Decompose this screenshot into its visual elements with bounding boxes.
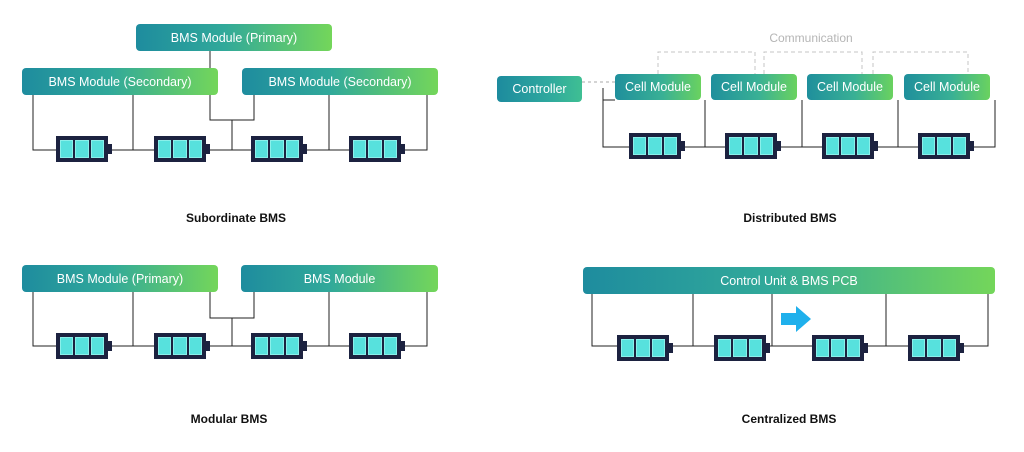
- communication-label: Communication: [769, 31, 853, 45]
- cell-module-label: Cell Module: [913, 80, 980, 94]
- battery-icon: [56, 136, 112, 162]
- cell-module-label: Cell Module: [624, 80, 691, 94]
- subordinate-secondary-module-right: BMS Module (Secondary): [242, 68, 438, 95]
- battery-icon: [56, 333, 112, 359]
- subordinate-secondary-left-label: BMS Module (Secondary): [48, 74, 192, 89]
- battery-icon: [714, 335, 770, 361]
- modular-wiring: [32, 292, 428, 347]
- control-unit-bms-pcb: Control Unit & BMS PCB: [583, 267, 995, 294]
- distributed-bms-caption: Distributed BMS: [743, 211, 837, 225]
- modular-module-label: BMS Module: [303, 271, 376, 286]
- cell-module-label: Cell Module: [720, 80, 787, 94]
- subordinate-primary-module: BMS Module (Primary): [136, 24, 332, 51]
- cell-module-1: Cell Module: [615, 74, 701, 100]
- distributed-wiring: [582, 51, 996, 148]
- modular-bms-caption: Modular BMS: [190, 412, 268, 426]
- centralized-bms-caption: Centralized BMS: [741, 412, 837, 426]
- cell-module-3: Cell Module: [807, 74, 893, 100]
- battery-icon: [154, 333, 210, 359]
- battery-icon: [154, 136, 210, 162]
- battery-icon: [629, 133, 685, 159]
- subordinate-bms-caption: Subordinate BMS: [185, 211, 287, 225]
- battery-icon: [349, 136, 405, 162]
- battery-icon: [812, 335, 868, 361]
- subordinate-primary-label: BMS Module (Primary): [170, 30, 298, 45]
- battery-icon: [251, 333, 307, 359]
- cell-module-label: Cell Module: [816, 80, 883, 94]
- modular-bms-module: BMS Module: [241, 265, 438, 292]
- modular-primary-module: BMS Module (Primary): [22, 265, 218, 292]
- battery-icon: [251, 136, 307, 162]
- control-unit-label: Control Unit & BMS PCB: [720, 273, 858, 288]
- subordinate-secondary-right-label: BMS Module (Secondary): [268, 74, 412, 89]
- controller-label: Controller: [512, 82, 567, 96]
- modular-primary-label: BMS Module (Primary): [56, 271, 184, 286]
- battery-icon: [725, 133, 781, 159]
- battery-icon: [908, 335, 964, 361]
- battery-icon: [822, 133, 878, 159]
- controller-box: Controller: [497, 76, 582, 102]
- cell-module-4: Cell Module: [904, 74, 990, 100]
- cell-module-2: Cell Module: [711, 74, 797, 100]
- battery-icon: [349, 333, 405, 359]
- centralized-wiring: [591, 294, 989, 347]
- battery-icon: [918, 133, 974, 159]
- battery-icon: [617, 335, 673, 361]
- subordinate-secondary-module-left: BMS Module (Secondary): [22, 68, 218, 95]
- arrow-right-icon: [781, 306, 811, 332]
- subordinate-wiring: [32, 51, 428, 151]
